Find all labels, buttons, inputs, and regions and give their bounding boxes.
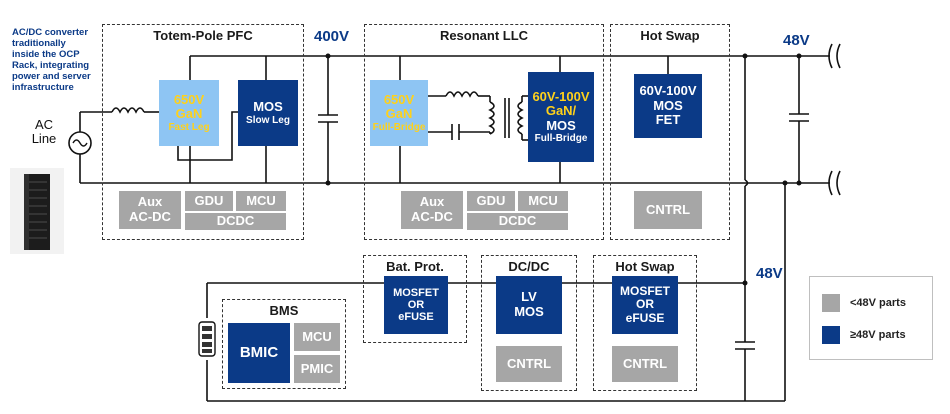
hot-swap-top-cntrl-block: CNTRL	[634, 191, 702, 229]
ac-line-label-line: Line	[31, 131, 57, 147]
description-note: AC/DC converter traditionally inside the…	[12, 27, 91, 94]
group-title: BMS	[269, 303, 299, 318]
bms-mcu-block: MCU	[294, 323, 340, 351]
block-text: 60V-100V	[532, 88, 590, 104]
group-title: DC/DC	[508, 259, 550, 274]
note-line: infrastructure	[12, 81, 74, 93]
voltage-400v-label: 400V	[314, 28, 350, 45]
llc-gan-full-bridge-block: 650V GaN Full-Bridge	[370, 80, 428, 146]
note-line: power and server	[12, 70, 91, 82]
block-text: MOSFET	[393, 286, 439, 299]
block-text: GaN	[385, 106, 413, 122]
block-text: GaN/	[545, 103, 577, 119]
server-rack-icon	[10, 168, 64, 254]
block-text: MOS	[514, 304, 544, 319]
block-text: MOS	[253, 99, 283, 115]
bms-group: BMS	[222, 299, 346, 389]
dc-dc-group: DC/DC	[481, 255, 577, 391]
llc-secondary-block: 60V-100V GaN/ MOS Full-Bridge	[528, 72, 594, 162]
llc-aux-acdc-block: Aux AC-DC	[401, 191, 463, 229]
dcdc-cntrl-block: CNTRL	[496, 346, 562, 382]
note-line: inside the OCP	[12, 48, 80, 60]
block-text: OR	[407, 298, 425, 311]
note-line: Rack, integrating	[12, 59, 90, 71]
block-text: AC-DC	[411, 209, 453, 224]
legend-label: ≥48V parts	[850, 329, 906, 341]
block-text: eFUSE	[625, 310, 665, 325]
note-line: AC/DC converter	[12, 27, 89, 38]
note-line: traditionally	[12, 37, 66, 49]
block-text: MOSFET	[620, 283, 670, 298]
ac-line-label: AC Line	[26, 117, 62, 147]
legend-swatch-gray	[822, 294, 840, 312]
battery-protection-group: Bat. Prot.	[363, 255, 467, 343]
voltage-48v-mid-label: 48V	[756, 265, 783, 282]
block-text: LV	[521, 289, 537, 305]
legend: <48V parts ≥48V parts	[809, 276, 933, 360]
hot-swap-top-group: Hot Swap	[610, 24, 730, 240]
block-text: OR	[636, 297, 654, 312]
block-text: Full-Bridge	[534, 133, 588, 145]
llc-mcu-block: MCU	[518, 191, 568, 211]
group-title: Totem-Pole PFC	[153, 28, 253, 43]
hot-swap-mosfet-efuse-block: MOSFET OR eFUSE	[612, 276, 678, 334]
llc-dcdc-block: DCDC	[467, 213, 568, 230]
block-text: Aux	[137, 194, 163, 210]
pfc-gan-fast-leg-block: 650V GaN Fast Leg	[159, 80, 219, 146]
hot-swap-bottom-cntrl-block: CNTRL	[612, 346, 678, 382]
legend-row-lt48v: <48V parts	[822, 294, 906, 312]
legend-swatch-navy	[822, 326, 840, 344]
hot-swap-bottom-group: Hot Swap	[593, 255, 697, 391]
dcdc-lv-mos-block: LV MOS	[496, 276, 562, 334]
block-text: GaN	[175, 106, 203, 122]
legend-label: <48V parts	[850, 297, 906, 309]
block-text: eFUSE	[398, 311, 434, 324]
legend-row-ge48v: ≥48V parts	[822, 326, 906, 344]
group-title: Hot Swap	[615, 259, 675, 274]
block-text: MOS	[653, 97, 683, 113]
resonant-llc-group: Resonant LLC	[364, 24, 604, 240]
block-text: AC-DC	[129, 209, 171, 224]
bms-bmic-block: BMIC	[228, 323, 290, 383]
block-text: Slow Leg	[246, 114, 290, 126]
group-title: Hot Swap	[640, 28, 700, 43]
bms-pmic-block: PMIC	[294, 355, 340, 383]
llc-gdu-block: GDU	[467, 191, 515, 211]
pfc-mcu-block: MCU	[236, 191, 286, 211]
bat-prot-mosfet-efuse-block: MOSFET OR eFUSE	[384, 276, 448, 334]
block-text: Full-Bridge	[372, 121, 426, 133]
block-text: FET	[655, 112, 681, 128]
group-title: Resonant LLC	[439, 28, 529, 43]
pfc-aux-acdc-block: Aux AC-DC	[119, 191, 181, 229]
totem-pole-pfc-group: Totem-Pole PFC	[102, 24, 304, 240]
block-text: 650V	[173, 91, 205, 107]
block-text: 60V-100V	[639, 83, 697, 99]
pfc-gdu-block: GDU	[185, 191, 233, 211]
block-text: MOS	[546, 117, 576, 133]
block-text: 650V	[383, 91, 415, 107]
voltage-48v-top-label: 48V	[783, 32, 810, 49]
pfc-dcdc-block: DCDC	[185, 213, 286, 230]
block-text: Aux	[419, 194, 445, 210]
ac-line-label-line: AC	[34, 117, 54, 132]
group-title: Bat. Prot.	[386, 259, 444, 274]
hot-swap-mos-fet-block: 60V-100V MOS FET	[634, 74, 702, 138]
pfc-mos-slow-leg-block: MOS Slow Leg	[238, 80, 298, 146]
battery-icon	[198, 321, 216, 357]
block-text: Fast Leg	[168, 121, 210, 133]
